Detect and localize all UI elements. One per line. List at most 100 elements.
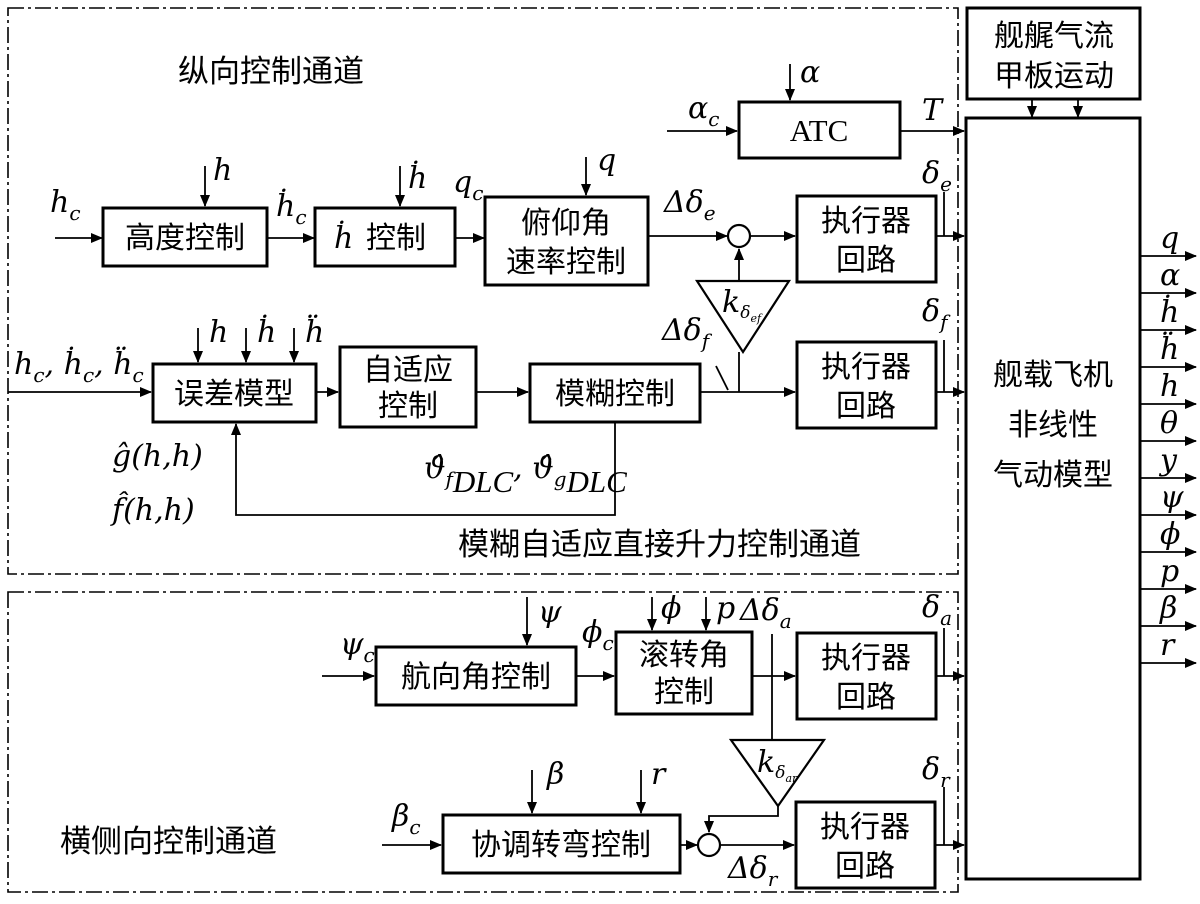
gain-to-rudder-sum-arrow (704, 806, 779, 833)
atc-block (737, 100, 902, 160)
psi-c-label: ψc (340, 627, 375, 667)
altitude-control-label: 高度控制 (125, 221, 245, 256)
gain-k-def-label: kδef (722, 285, 763, 325)
fuzzy-control-label: 模糊控制 (555, 377, 675, 412)
pitch-rate-label-1: 俯仰角 (521, 206, 611, 241)
atc-label: ATC (790, 113, 849, 148)
turn-coordination-label: 协调转弯控制 (471, 828, 651, 863)
delta-e-label: δe (922, 156, 952, 196)
hdot-control-label: 控制 (366, 221, 426, 256)
sum-junction-elevator (726, 223, 752, 249)
output-label-10: β (1159, 591, 1177, 626)
actuator-a-block (795, 631, 938, 721)
roll-control-block (614, 630, 754, 716)
d-delta-f-label: Δδf (661, 313, 713, 353)
output-label-9: p (1160, 554, 1179, 589)
d-delta-a-label: Δδa (739, 593, 792, 633)
qc-label: qc (453, 165, 483, 205)
aircraft-model-label-1: 舰载飞机 (993, 358, 1113, 393)
longitudinal-channel-label: 纵向控制通道 (178, 54, 364, 90)
lateral-channel-label: 横侧向控制通道 (60, 824, 277, 860)
actuator-r-label-2: 回路 (835, 849, 895, 884)
sum-junction-rudder (696, 832, 722, 858)
roll-control-label-1: 滚转角 (639, 638, 729, 673)
r-fb-label: r (651, 757, 667, 792)
actuator-r-label-1: 执行器 (820, 810, 910, 845)
output-label-2: ḣ (1160, 294, 1179, 330)
actuator-f-label-1: 执行器 (821, 350, 911, 385)
alpha-fb-label: α (800, 55, 820, 90)
altitude-control-block (101, 206, 269, 268)
hdot-fb-label: ḣ (408, 160, 427, 196)
hdot-control-block (313, 206, 457, 268)
err-hdd-label: ḧ (305, 314, 324, 350)
q-fb-label: q (597, 143, 616, 178)
output-label-0: q (1160, 221, 1179, 256)
aircraft-model-block (964, 116, 1142, 881)
adaptive-control-block (338, 345, 478, 429)
err-hd-label: ḣ (257, 314, 276, 350)
gain-k-def-triangle (694, 279, 792, 355)
actuator-a-label-2: 回路 (836, 680, 896, 715)
disturbance-label-2: 甲板运动 (994, 59, 1114, 94)
aircraft-model-label-3: 气动模型 (993, 458, 1113, 493)
d-delta-e-label: Δδe (663, 185, 716, 225)
alpha-c-label: αc (688, 91, 719, 131)
d-delta-r-label: Δδr (727, 851, 779, 891)
actuator-e-label-1: 执行器 (821, 204, 911, 239)
hc-label: hc (50, 185, 81, 225)
gain-k-dar-label: kδar (757, 745, 798, 785)
heading-control-label: 航向角控制 (401, 660, 551, 695)
refs-label: hc, ḣc, ḧc (14, 346, 144, 387)
output-label-8: ϕ (1160, 517, 1180, 552)
h-fb-label: h (213, 153, 232, 188)
disturbance-block (965, 6, 1142, 101)
lateral-channel-frame (7, 591, 959, 893)
heading-control-block (374, 645, 578, 707)
actuator-e-label-2: 回路 (836, 243, 896, 278)
beta-fb-label: β (546, 757, 564, 792)
beta-c-label: βc (391, 799, 421, 839)
longitudinal-channel-frame (7, 7, 959, 575)
output-label-7: ψ (1160, 480, 1184, 515)
pitch-rate-label-2: 速率控制 (506, 245, 626, 280)
output-label-3: ḧ (1160, 331, 1179, 367)
phi-fb-label: ϕ (661, 591, 681, 626)
phi-c-label: ϕc (582, 615, 614, 655)
fuzzy-control-block (528, 362, 702, 424)
output-label-6: y (1158, 443, 1178, 478)
actuator-f-block (795, 340, 938, 430)
err-h-label: h (209, 315, 228, 350)
delta-f-label: δf (922, 294, 951, 334)
theta-hats-label: ϑ̂fDLC, ϑ̂gDLC (424, 451, 627, 499)
g-hat-label: ĝ(h,h) (112, 439, 203, 474)
f-hat-label: f̂(h,h) (110, 491, 195, 528)
error-model-label: 误差模型 (174, 377, 294, 412)
actuator-e-block (795, 194, 938, 284)
fuzzy-dlc-channel-label: 模糊自适应直接升力控制通道 (458, 527, 861, 563)
roll-control-label-2: 控制 (654, 675, 714, 710)
hdot-control-symbol: ḣ (334, 220, 353, 256)
turn-coordination-block (441, 813, 682, 875)
adaptive-label-2: 控制 (378, 389, 438, 424)
d-delta-f-leader (715, 365, 729, 391)
adaptive-label-1: 自适应 (363, 353, 453, 388)
output-label-4: h (1160, 369, 1179, 404)
gain-k-dar-triangle (728, 738, 827, 808)
p-fb-label: p (716, 591, 735, 626)
delta-a-label: δa (922, 590, 952, 630)
actuator-a-label-1: 执行器 (821, 641, 911, 676)
t-label: T (922, 93, 944, 128)
output-label-1: α (1160, 258, 1180, 293)
delta-r-label: δr (922, 752, 951, 792)
pitch-rate-control-block (483, 195, 650, 287)
aircraft-model-label-2: 非线性 (1008, 408, 1098, 443)
output-label-11: r (1160, 628, 1176, 663)
output-label-5: θ (1160, 406, 1178, 441)
psi-fb-label: ψ (538, 595, 562, 630)
actuator-f-label-2: 回路 (836, 389, 896, 424)
hdot-c-label: ḣc (276, 188, 307, 229)
actuator-r-block (794, 800, 937, 890)
